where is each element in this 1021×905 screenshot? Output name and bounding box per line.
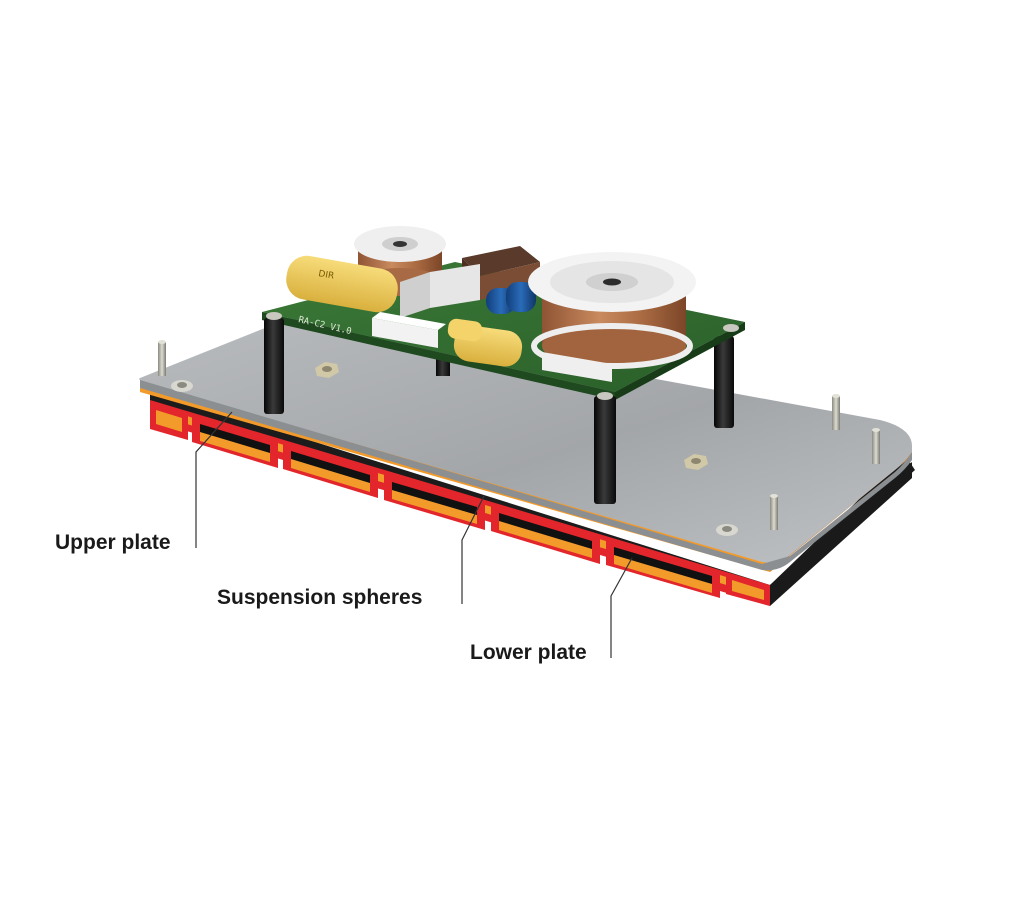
leader-upper-plate	[195, 411, 233, 548]
label-lower-plate: Lower plate	[470, 641, 587, 664]
large-inductor	[528, 252, 696, 369]
sphere-housing	[283, 441, 378, 498]
leader-suspension-spheres	[461, 495, 485, 604]
stud	[770, 494, 778, 530]
screw-head	[716, 524, 738, 536]
standoff	[264, 318, 284, 414]
white-component	[542, 352, 612, 382]
nut	[684, 454, 708, 470]
capacitor-marking: DIR	[317, 269, 334, 282]
mounting-studs	[158, 340, 880, 536]
standoff	[714, 336, 734, 428]
upper-plate-surface	[139, 315, 913, 563]
upper-plate	[139, 315, 913, 572]
pcb-components: DIR	[286, 226, 696, 382]
sphere-housing	[384, 472, 485, 530]
sphere-housing	[491, 503, 600, 564]
leader-lower-plate	[610, 557, 633, 658]
film-capacitor-small	[447, 318, 523, 367]
film-capacitor-large: DIR	[286, 255, 398, 313]
sphere-housing	[150, 402, 188, 440]
suspension-spheres	[150, 402, 770, 606]
terminal-block	[400, 264, 480, 318]
sphere-housing	[726, 573, 770, 606]
electrolytic-capacitor	[486, 282, 536, 314]
nut	[315, 362, 339, 378]
stud	[872, 428, 880, 464]
sphere-housing	[192, 414, 278, 468]
standoffs-front	[264, 312, 739, 504]
sphere-housing	[606, 537, 720, 598]
label-upper-plate: Upper plate	[55, 531, 171, 554]
stud	[832, 394, 840, 430]
screw-head	[171, 380, 193, 392]
ceramic-resistor	[372, 312, 446, 348]
standoff	[594, 396, 616, 504]
leader-lines	[195, 411, 633, 658]
stud	[158, 340, 166, 376]
suspension-layer-side	[770, 462, 912, 606]
label-suspension-spheres: Suspension spheres	[217, 586, 423, 609]
